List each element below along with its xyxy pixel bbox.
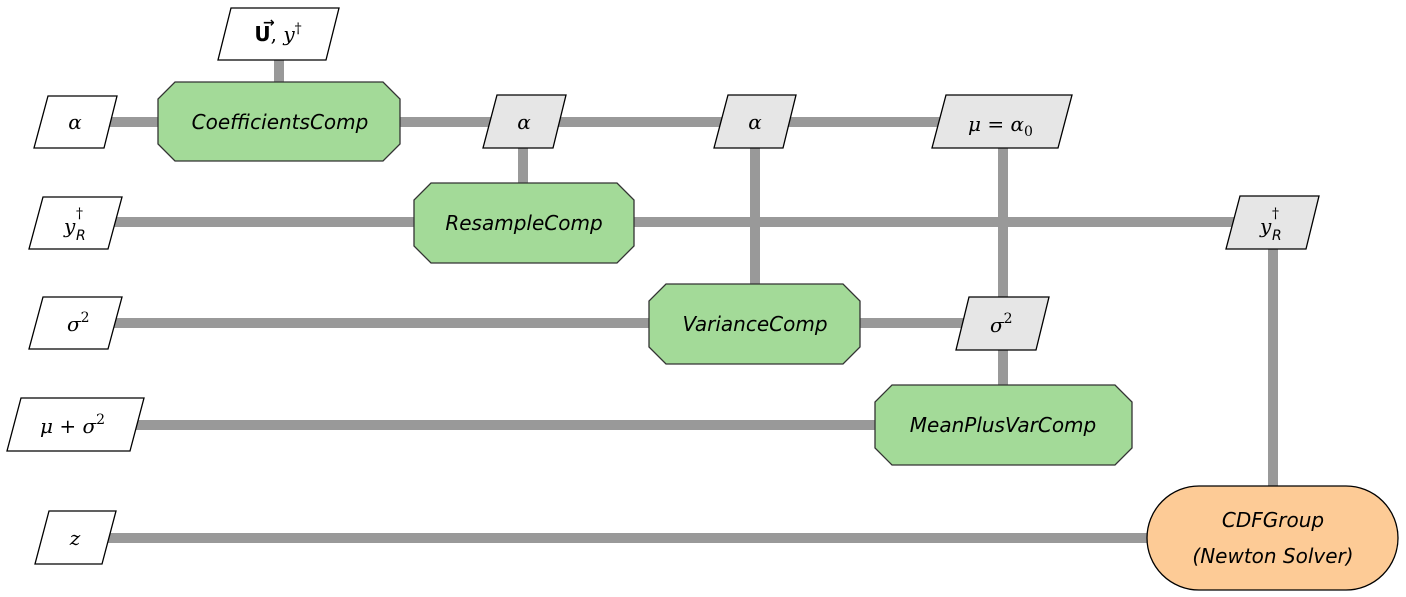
svg-text:α: α xyxy=(68,110,82,134)
component-coefficients[interactable]: CoefficientsComp xyxy=(157,81,401,162)
svg-text:(Newton Solver): (Newton Solver) xyxy=(1192,544,1353,568)
svg-text:y: y xyxy=(63,214,76,238)
svg-text:CoefficientsComp: CoefficientsComp xyxy=(192,110,369,134)
input-mu-plus-sigma2: μ + σ2 xyxy=(6,397,145,452)
svg-text:R: R xyxy=(1272,228,1282,244)
input-y-r: y † R xyxy=(28,196,123,250)
component-resample[interactable]: ResampleComp xyxy=(413,182,635,264)
variable-y-r-out: y † R xyxy=(1225,195,1320,250)
component-variance[interactable]: VarianceComp xyxy=(648,283,861,365)
variable-alpha-2: α xyxy=(713,94,797,149)
variable-mu-alpha0: μ = α0 xyxy=(931,94,1073,149)
input-alpha: α xyxy=(33,95,118,149)
svg-text:σ2: σ2 xyxy=(67,310,90,336)
vector-arrow-icon: → xyxy=(263,15,275,31)
svg-text:z: z xyxy=(69,526,81,550)
input-u-y: U, y† → xyxy=(217,7,340,61)
input-sigma2: σ2 xyxy=(28,296,123,350)
svg-text:μ = α0: μ = α0 xyxy=(968,112,1033,140)
variable-sigma2-out: σ2 xyxy=(955,296,1050,351)
vector-u: U xyxy=(254,22,270,46)
svg-text:CDFGroup: CDFGroup xyxy=(1222,508,1324,532)
svg-text:σ2: σ2 xyxy=(990,311,1013,337)
input-z: z xyxy=(34,510,117,565)
component-meanplusvar[interactable]: MeanPlusVarComp xyxy=(874,384,1133,466)
svg-text:†: † xyxy=(1272,206,1279,222)
svg-text:R: R xyxy=(76,228,86,244)
svg-text:U, y†: U, y† xyxy=(254,21,301,46)
svg-text:†: † xyxy=(76,206,83,222)
svg-text:α: α xyxy=(517,110,531,134)
group-cdf[interactable]: CDFGroup (Newton Solver) xyxy=(1146,485,1399,591)
svg-text:ResampleComp: ResampleComp xyxy=(445,211,602,235)
svg-text:y: y xyxy=(1259,214,1272,238)
svg-text:α: α xyxy=(748,110,762,134)
variable-alpha-1: α xyxy=(482,94,567,149)
svg-text:μ + σ2: μ + σ2 xyxy=(40,412,105,438)
svg-text:VarianceComp: VarianceComp xyxy=(682,312,827,336)
svg-text:MeanPlusVarComp: MeanPlusVarComp xyxy=(910,413,1096,437)
